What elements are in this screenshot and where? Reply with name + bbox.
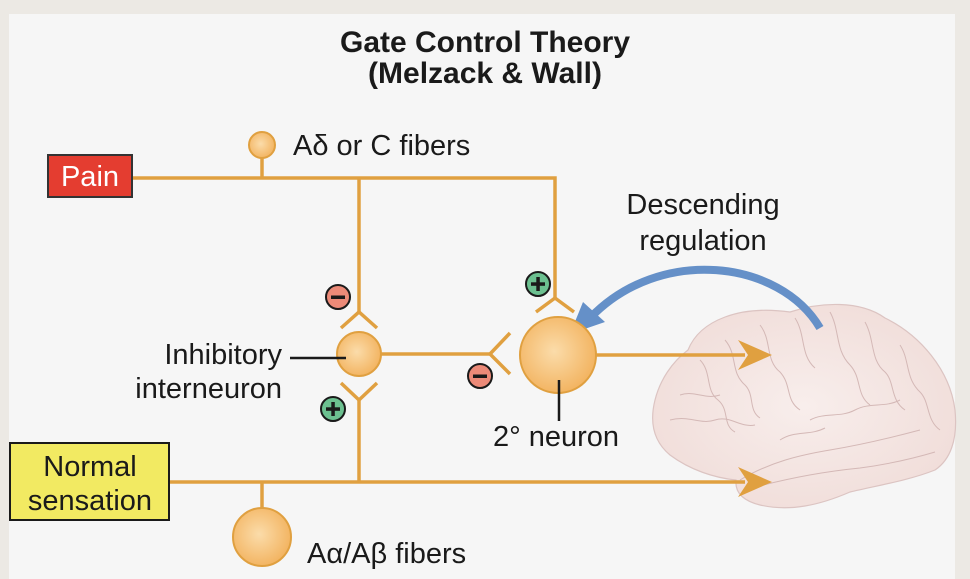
normal-sensation-label-line-1: Normal [43,451,136,483]
arrowhead-upper [738,340,772,370]
inhibitory-label-line-1: Inhibitory [164,339,282,371]
title-line-2: (Melzack & Wall) [368,57,602,90]
pain-box [47,154,133,198]
inhibitory-interneuron-cell [336,331,382,377]
inhibitory-label-line-2: interneuron [135,373,282,405]
brain-illustration [652,303,957,509]
arrowhead-lower [738,467,772,497]
pain-fiber-line [133,176,557,298]
descending-label-line-1: Descending [626,189,779,221]
inhibit-sign-interneuron [325,284,351,310]
aalpha-fibers-label: Aα/Aβ fibers [307,538,466,570]
descending-arrow [587,265,824,331]
aalpha-fiber-cell [232,507,292,567]
adelta-fibers-label: Aδ or C fibers [293,130,470,162]
normal-sensation-label-line-2: sensation [28,485,152,517]
normal-sensation-box [9,442,170,521]
adelta-fiber-cell [248,131,276,159]
descending-label-line-2: regulation [639,225,766,257]
excite-sign-interneuron [320,396,346,422]
excite-sign-second-neuron [525,271,551,297]
inhibit-sign-second-neuron [467,363,493,389]
fiber-pathways [133,157,745,510]
title-line-1: Gate Control Theory [340,26,630,59]
second-neuron-label: 2° neuron [493,421,619,453]
pain-label: Pain [61,161,119,193]
